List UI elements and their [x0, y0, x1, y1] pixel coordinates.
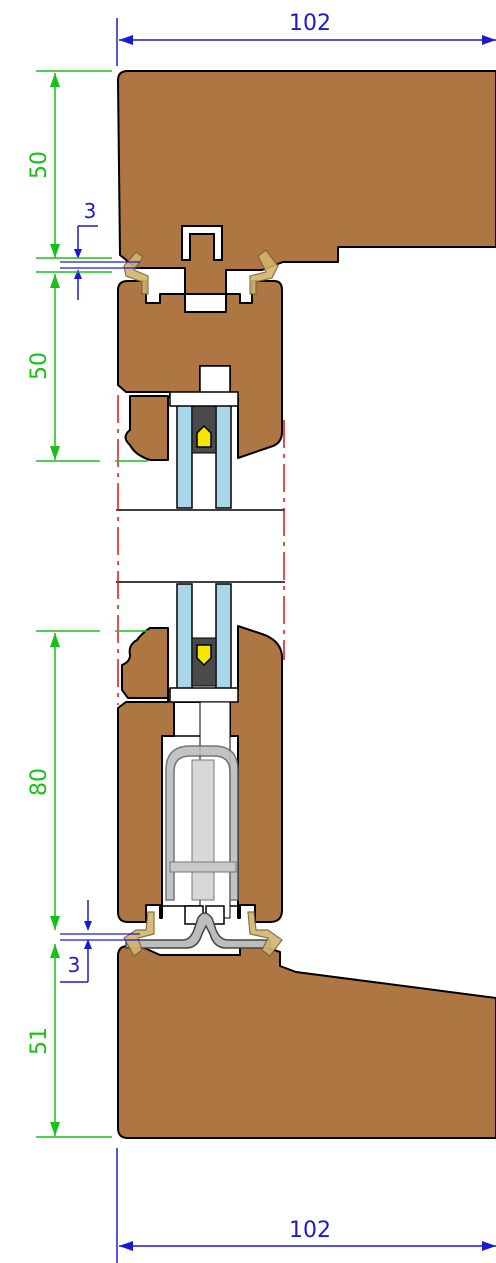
- top-width-label: 102: [289, 11, 331, 36]
- lower-glazing-bead: [121, 627, 169, 699]
- lower-sash-height-dimension: [36, 630, 148, 930]
- top-width-dimension: [116, 18, 496, 66]
- head-height-label: 50: [27, 151, 52, 179]
- bottom-width-label: 102: [289, 1218, 331, 1243]
- head-height-dimension: [36, 70, 112, 259]
- glass-pane-inner: [215, 583, 232, 691]
- desiccant-insert: [196, 644, 212, 667]
- glass-pane-outer: [176, 397, 193, 509]
- head-seal-right: [249, 249, 279, 295]
- bottom-gap-dimension: [60, 900, 140, 983]
- head-guide-channel: [181, 225, 223, 261]
- lower-sash-height-label: 80: [27, 768, 52, 796]
- glass-pane-inner: [215, 397, 232, 509]
- upper-sash-height-label: 50: [27, 352, 52, 380]
- balance-spring: [191, 759, 215, 901]
- bottom-width-dimension: [116, 1148, 496, 1263]
- sill-weather-strip: [125, 912, 271, 949]
- top-gap-label: 3: [84, 199, 97, 223]
- lower-glazing-clip-base: [169, 687, 239, 703]
- glass-pane-outer: [176, 583, 193, 691]
- upper-glazing-clip-base: [169, 391, 239, 407]
- top-gap-dimension: [60, 225, 140, 300]
- sill-height-dimension: [36, 944, 112, 1138]
- upper-sash-height-dimension: [36, 271, 148, 462]
- sill-profile: [117, 945, 496, 1139]
- balance-bracket: [165, 745, 239, 901]
- upper-glazing-bead: [124, 395, 169, 461]
- head-frame-profile: [117, 70, 496, 295]
- sash-balance-mechanism: [161, 701, 239, 925]
- upper-glazing-unit: [169, 365, 239, 509]
- sill-seal-right: [247, 911, 283, 957]
- desiccant-insert: [196, 424, 212, 448]
- lower-glazing-unit: [169, 583, 239, 703]
- balance-crossbar: [169, 861, 237, 873]
- sill-height-label: 51: [27, 1027, 52, 1055]
- bottom-gap-label: 3: [68, 953, 81, 977]
